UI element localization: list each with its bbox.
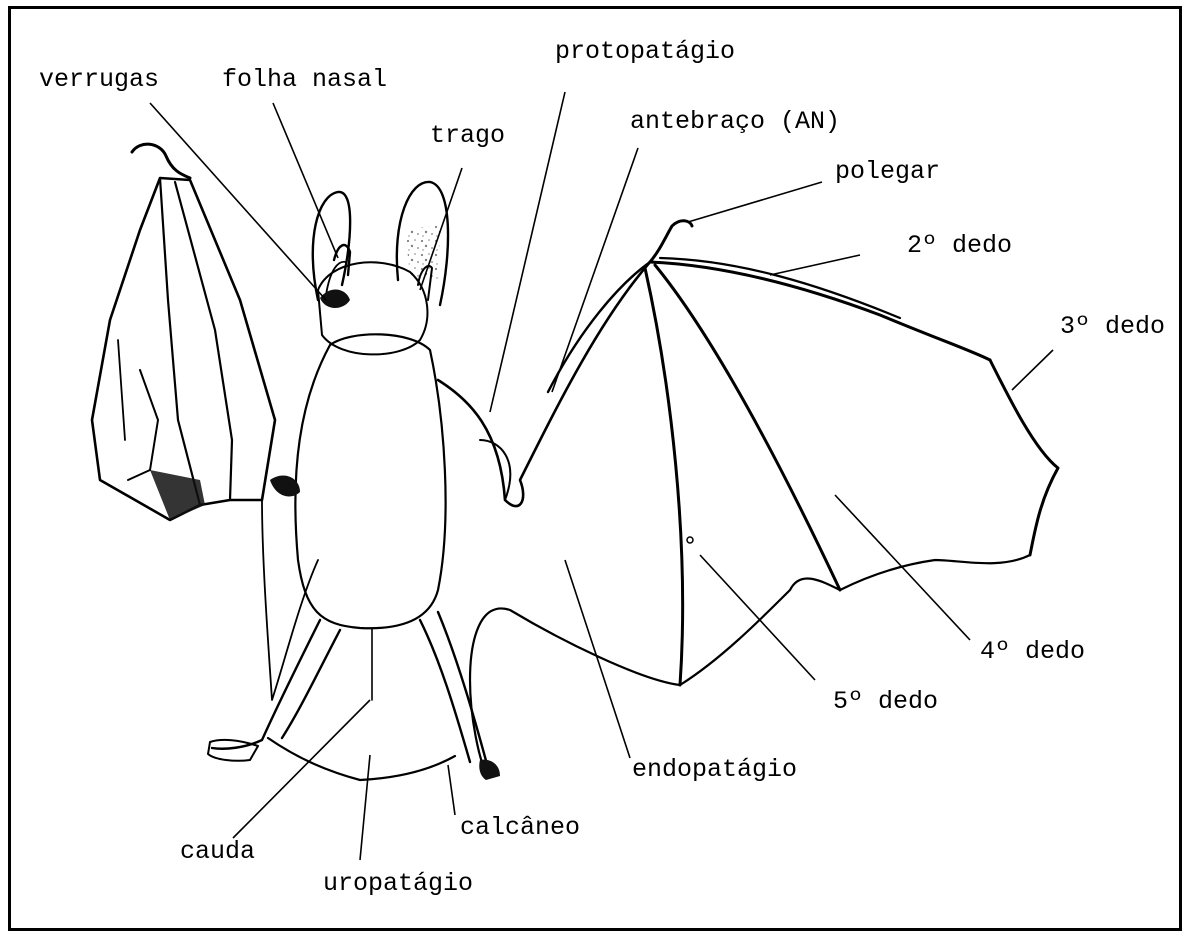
leader-antebraco [552, 148, 638, 392]
label-dedo3: 3º dedo [1060, 312, 1165, 341]
leader-verrugas [150, 103, 326, 300]
leader-dedo4 [835, 495, 970, 640]
leader-endopatagio [565, 560, 630, 758]
ears [313, 182, 448, 305]
leader-dedo2 [770, 255, 860, 275]
label-endopatagio: endopatágio [632, 755, 797, 784]
label-trago: trago [430, 121, 505, 150]
leader-cauda [233, 700, 370, 838]
leader-calcaneo [448, 765, 455, 815]
legs [208, 612, 500, 780]
label-dedo4: 4º dedo [980, 637, 1085, 666]
label-cauda: cauda [180, 837, 255, 866]
thumb [650, 221, 692, 262]
leader-dedo3 [1012, 350, 1053, 390]
label-uropatagio: uropatágio [323, 869, 473, 898]
label-polegar: polegar [835, 157, 940, 186]
label-protopatagio: protopatágio [555, 37, 735, 66]
right-arm [438, 262, 650, 506]
body [295, 334, 445, 628]
label-dedo2: 2º dedo [907, 231, 1012, 260]
leader-uropatagio [360, 755, 370, 860]
label-folha-nasal: folha nasal [222, 65, 387, 94]
label-calcaneo: calcâneo [460, 813, 580, 842]
label-verrugas: verrugas [39, 65, 159, 94]
leader-dedo5 [700, 555, 815, 680]
right-wing [470, 258, 1058, 770]
label-dedo5: 5º dedo [833, 687, 938, 716]
labels: verrugas folha nasal protopatágio trago … [39, 37, 1165, 898]
leader-folha-nasal [273, 103, 338, 258]
left-folded-wing [92, 144, 275, 520]
leader-polegar [688, 182, 822, 222]
label-antebraco: antebraço (AN) [630, 107, 840, 136]
